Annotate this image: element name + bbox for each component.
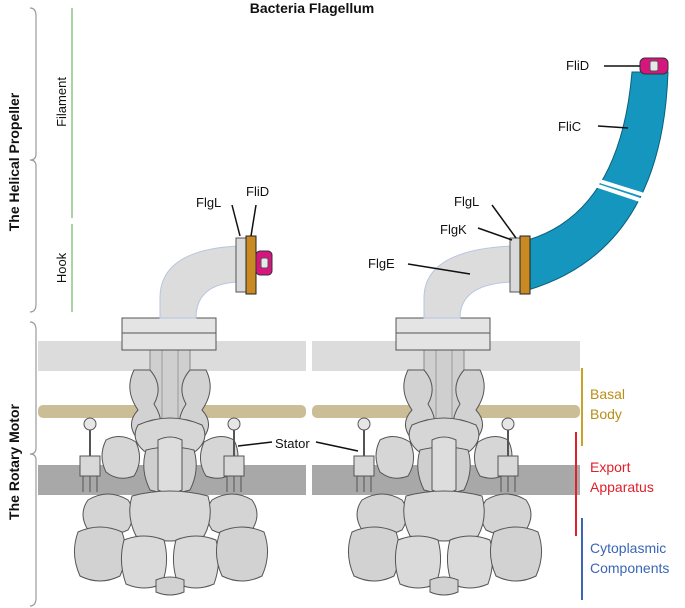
rotary-motor-bracket: [29, 321, 37, 607]
left-hook: [159, 245, 239, 319]
right-hook: [423, 245, 513, 319]
left-motor: [37, 317, 307, 596]
left-flgl-label: FlgL: [196, 195, 221, 210]
right-flid-label: FliD: [566, 58, 589, 73]
left-flgl: [235, 237, 247, 293]
right-flgk-label: FlgK: [440, 222, 467, 237]
right-filament: [527, 71, 669, 291]
cytoplasmic-label: Cytoplasmic Components: [590, 540, 670, 576]
stator-label: Stator: [275, 436, 310, 451]
right-motor: [311, 317, 581, 596]
export-apparatus-label: Export Apparatus: [590, 459, 654, 495]
right-flgl-label: FlgL: [454, 194, 479, 209]
left-flid-label: FliD: [246, 184, 269, 199]
right-flgk: [519, 235, 531, 295]
right-flic-label: FliC: [558, 119, 581, 134]
rotary-motor-label: The Rotary Motor: [6, 404, 22, 520]
filament-label: Filament: [54, 77, 69, 127]
helical-propeller-label: The Helical Propeller: [6, 92, 22, 231]
right-flge-label: FlgE: [368, 256, 395, 271]
diagram-title: Bacteria Flagellum: [250, 0, 375, 16]
basal-body-label: Basal Body: [590, 386, 629, 422]
left-flid-orange: [245, 235, 257, 295]
helical-propeller-bracket: [29, 7, 37, 313]
hook-label: Hook: [54, 252, 69, 283]
right-flgl: [509, 237, 521, 293]
